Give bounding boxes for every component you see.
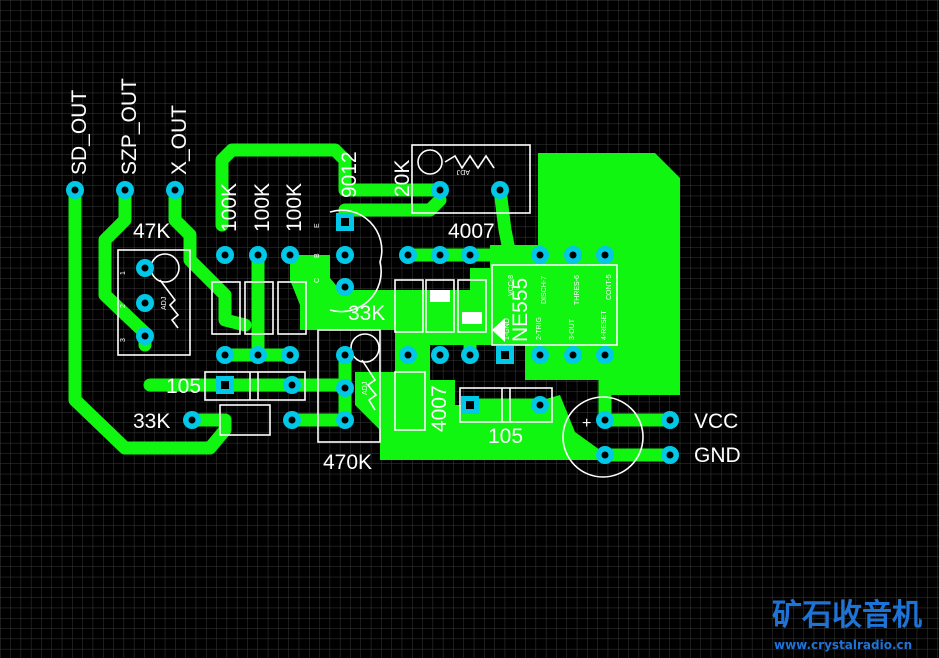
label-105-bottom: 105	[488, 425, 523, 448]
label-adj-20k: ADJ	[457, 168, 470, 175]
label-adj-47k: ADJ	[161, 297, 168, 310]
watermark-title: 矿石收音机	[772, 598, 922, 633]
copper-pour	[290, 153, 680, 460]
label-470k: 470K	[323, 451, 372, 474]
label-transistor-e: E	[314, 223, 321, 228]
label-47k: 47K	[133, 220, 170, 243]
label-33k-left: 33K	[133, 410, 170, 433]
label-100k-3: 100K	[283, 183, 306, 232]
label-105-left: 105	[166, 375, 201, 398]
label-vcc: VCC	[694, 410, 738, 433]
label-100k-1: 100K	[218, 183, 241, 232]
label-gnd: GND	[694, 444, 741, 467]
label-20k: 20K	[391, 160, 414, 197]
label-szp-out: SZP_OUT	[118, 78, 141, 175]
silkscreen	[117, 144, 644, 478]
label-4007-top: 4007	[448, 220, 495, 243]
label-ne555: NE555	[509, 278, 532, 342]
label-transistor-c: C	[314, 278, 321, 283]
watermark-url: www.crystalradio.cn	[774, 638, 912, 652]
label-pin-1: 1	[120, 271, 127, 275]
label-ic-trig2: 2-TRIG	[536, 317, 543, 340]
label-x-out: X_OUT	[168, 105, 191, 175]
label-ic-out3: 3-OUT	[569, 318, 576, 340]
label-ic-cont5: CONT-5	[606, 274, 613, 300]
label-ic-thres6: THRES-6	[574, 275, 581, 305]
label-ic-gnd1: 1-GND	[504, 318, 511, 340]
pads	[66, 181, 679, 464]
label-4007-bottom: 4007	[428, 385, 451, 432]
label-9012: 9012	[338, 151, 361, 198]
label-adj-470k: ADJ	[362, 382, 369, 395]
label-sd-out: SD_OUT	[68, 90, 91, 175]
label-33k-mid: 33K	[348, 302, 385, 325]
label-pin-2: 2	[120, 304, 127, 308]
label-ic-vcc8: VCC-8	[508, 275, 515, 296]
label-ic-disch7: DISCH-7	[541, 276, 548, 304]
label-ic-reset4: 4-RESET	[601, 310, 608, 340]
label-pin-3: 3	[120, 338, 127, 342]
label-polarity-plus: +	[582, 415, 591, 432]
label-transistor-b: B	[314, 253, 321, 258]
label-100k-2: 100K	[251, 183, 274, 232]
